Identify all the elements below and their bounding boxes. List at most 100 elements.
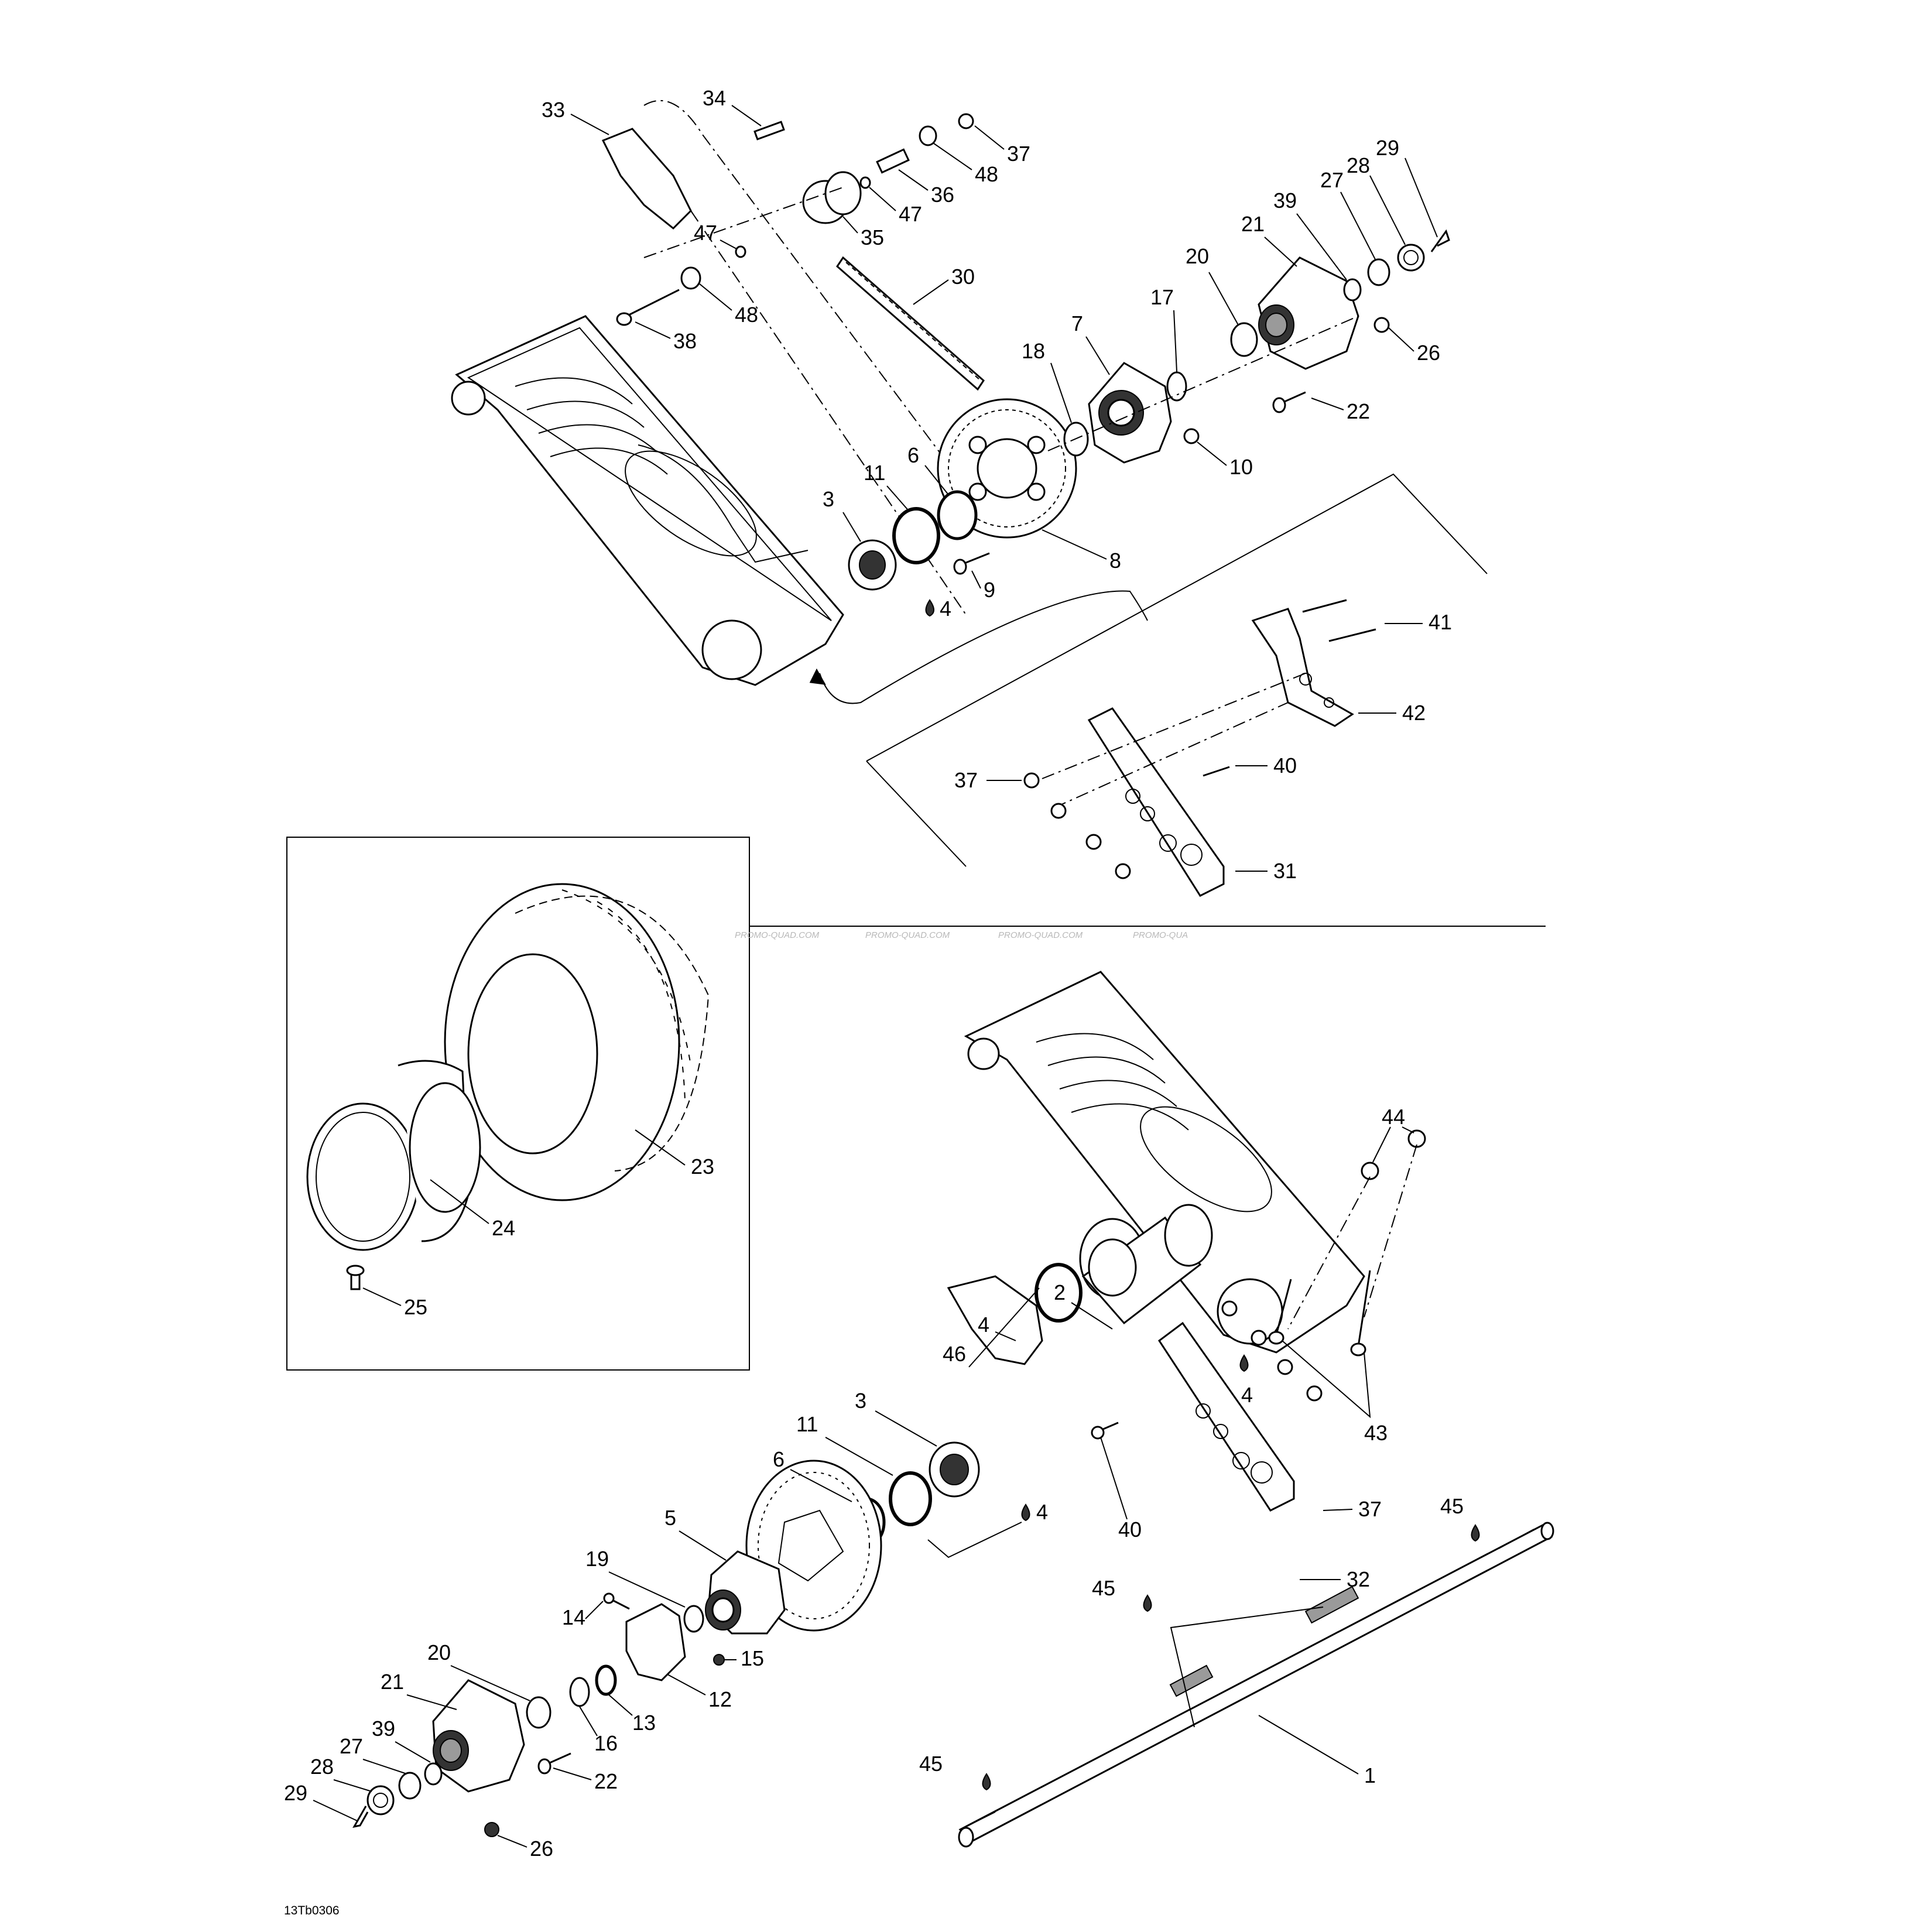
callout-6: 6 [907, 443, 919, 467]
callout-5: 5 [664, 1506, 676, 1530]
bolt-34 [753, 121, 785, 141]
wheel-hub-21-bottom [432, 1679, 525, 1793]
callout-4d: 4 [1036, 1500, 1048, 1524]
callout-9: 9 [984, 578, 995, 602]
callout-37b: 37 [954, 768, 978, 792]
wheel-hub-21-top [1258, 256, 1359, 370]
washer-27-bottom [398, 1772, 422, 1800]
bolt-43-b [1350, 1270, 1371, 1356]
swing-arm-bottom [964, 971, 1365, 1354]
callout-36: 36 [931, 183, 954, 207]
watermark: PROMO-QUAD.COM PROMO-QUAD.COM PROMO-QUAD… [735, 930, 1188, 940]
callout-47b: 47 [694, 221, 717, 245]
washer-48-top [919, 125, 937, 146]
bolt-14 [603, 1592, 630, 1610]
eccentric-housing-2 [1079, 1204, 1213, 1325]
tire-23 [444, 883, 710, 1201]
bolt-22-top [1272, 391, 1306, 413]
callout-7: 7 [1071, 311, 1083, 335]
o-ring-19 [683, 1605, 704, 1633]
nuts-37-skid [1023, 772, 1131, 879]
callout-19: 19 [585, 1547, 609, 1571]
o-ring-16 [569, 1677, 590, 1707]
o-ring-13 [595, 1664, 617, 1696]
callouts-top: 33 34 37 48 36 47 35 47 48 38 30 29 28 2… [542, 86, 1452, 883]
bottom-assembly [352, 971, 1554, 1848]
hub-5 [705, 1550, 786, 1635]
o-ring-39-bottom [424, 1762, 443, 1786]
callout-4b: 4 [978, 1313, 989, 1337]
callout-48b: 48 [735, 303, 758, 327]
callout-11: 11 [864, 461, 885, 485]
sleeve-36 [876, 148, 910, 174]
castle-nut-28-bottom [366, 1785, 395, 1815]
o-ring-46 [1034, 1263, 1083, 1323]
grease-drop-4-top [925, 599, 934, 617]
roller-35 [802, 171, 862, 224]
callout-27: 27 [1320, 168, 1344, 192]
callout-37: 37 [1007, 142, 1030, 166]
sprocket-hub-7 [1088, 362, 1172, 464]
washer-48-b [680, 266, 701, 290]
callout-12: 12 [708, 1687, 732, 1711]
bearing-3-bottom [929, 1441, 980, 1498]
callout-39: 39 [1273, 189, 1297, 213]
rim-24 [306, 1060, 481, 1251]
callout-48: 48 [975, 162, 998, 186]
callout-26: 26 [1417, 341, 1440, 365]
ring-6-top [937, 490, 978, 540]
callout-11b: 11 [796, 1412, 818, 1436]
callout-15: 15 [741, 1646, 764, 1670]
valve-stem-25 [346, 1265, 365, 1290]
washer-27-top [1367, 258, 1390, 286]
callout-4: 4 [940, 597, 951, 621]
nut-15 [713, 1654, 725, 1666]
cotter-pin-29-top [1430, 229, 1450, 252]
callout-30: 30 [951, 265, 975, 289]
grease-drop-45-c [982, 1773, 991, 1791]
watermark-3: PROMO-QUAD.COM [998, 930, 1083, 940]
callout-21: 21 [1241, 212, 1265, 236]
bolt-38 [616, 289, 680, 326]
callout-27b: 27 [340, 1734, 363, 1758]
callout-40b: 40 [1118, 1517, 1142, 1542]
callout-22: 22 [1347, 399, 1370, 423]
callout-43: 43 [1364, 1421, 1388, 1445]
caliper-bracket [947, 1275, 1043, 1365]
swing-arm-top [451, 315, 844, 686]
callout-26b: 26 [530, 1837, 553, 1861]
callout-21b: 21 [381, 1670, 404, 1694]
bolt-9 [953, 552, 990, 575]
callout-47: 47 [899, 202, 922, 226]
watermark-1: PROMO-QUAD.COM [735, 930, 820, 940]
castle-nut-28-top [1397, 244, 1425, 272]
callout-35: 35 [861, 225, 884, 249]
callout-18: 18 [1022, 339, 1045, 363]
callout-28b: 28 [310, 1755, 334, 1779]
callout-20: 20 [1186, 244, 1209, 268]
seal-20 [1230, 322, 1258, 357]
wheel-inset [286, 837, 750, 1371]
cotter-pin-29-bottom [352, 1806, 369, 1828]
rear-axle-1 [958, 1522, 1554, 1848]
callouts-inset: 23 24 25 [362, 1129, 714, 1319]
grease-drop-4-b [1239, 1354, 1249, 1372]
bolt-40-top [1203, 766, 1230, 777]
callout-14: 14 [562, 1605, 585, 1629]
washer-47-b [735, 245, 746, 258]
seal-11-bottom [889, 1471, 932, 1526]
bearing-3-top [848, 539, 897, 591]
bolt-41 [1302, 599, 1376, 642]
nut-10 [1183, 428, 1200, 444]
callout-8: 8 [1109, 549, 1121, 573]
seal-11-top [892, 507, 940, 564]
callout-2: 2 [1054, 1280, 1066, 1304]
drawing-reference: 13Tb0306 [284, 1904, 340, 1917]
callout-28: 28 [1347, 153, 1370, 177]
nut-44-b [1407, 1129, 1426, 1148]
o-ring-39-top [1343, 278, 1362, 302]
callout-32: 32 [1347, 1567, 1370, 1591]
skid-plate-31 [1042, 673, 1306, 897]
callouts-bottom: 44 2 4 46 4 43 3 11 6 4 37 40 45 32 5 19… [284, 1105, 1464, 1861]
